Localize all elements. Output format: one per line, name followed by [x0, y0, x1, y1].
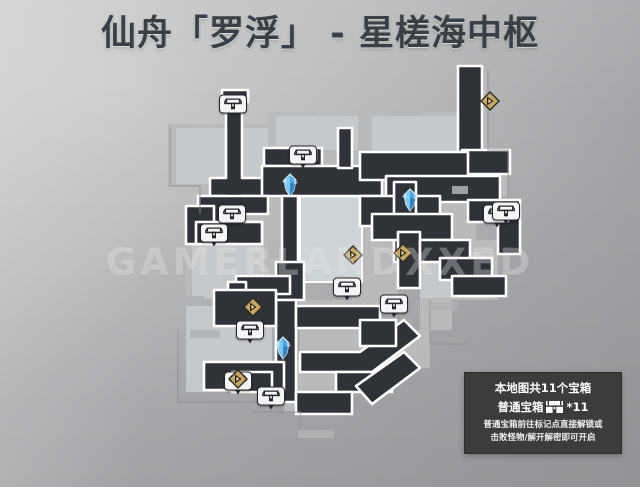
legend-panel: 本地图共11个宝箱 普通宝箱 *11 普通宝箱前往标记点直接解锁或 击败怪物/解…: [464, 372, 622, 454]
teleport-icon: [393, 243, 413, 263]
teleport-marker-2[interactable]: [343, 245, 363, 265]
crystal-glyph: [402, 188, 418, 212]
crystal-marker-3[interactable]: [272, 336, 294, 360]
chest-icon: [218, 204, 246, 228]
chest-icon: [380, 294, 408, 318]
teleport-icon: [228, 369, 248, 389]
map-detail-blocks: [182, 186, 468, 438]
teleport-glyph: [343, 245, 363, 265]
crystal-marker-2[interactable]: [399, 188, 421, 212]
chest-glyph: [205, 227, 223, 239]
page-title: 仙舟「罗浮」 - 星槎海中枢: [101, 14, 539, 54]
chest-icon: [257, 386, 285, 410]
chest-marker-1[interactable]: [219, 94, 247, 118]
teleport-marker-3[interactable]: [393, 243, 413, 263]
teleport-glyph: [228, 369, 248, 389]
crystal-icon: [279, 173, 301, 197]
legend-note-line-2: 击败怪物/解开解密即可开启: [490, 433, 596, 443]
chest-icon: [289, 145, 317, 169]
crystal-icon: [272, 336, 294, 360]
teleport-glyph: [243, 297, 263, 317]
chest-glyph: [241, 324, 259, 336]
legend-normal-chest-label: 普通宝箱: [497, 400, 544, 414]
teleport-marker-1[interactable]: [480, 91, 500, 111]
chest-marker-2[interactable]: [289, 145, 317, 169]
chest-glyph: [385, 298, 403, 310]
chest-icon: [492, 201, 520, 225]
chest-marker-3[interactable]: [218, 204, 246, 228]
teleport-glyph: [480, 91, 500, 111]
chest-icon: [219, 94, 247, 118]
chest-glyph: [262, 390, 280, 402]
crystal-glyph: [275, 336, 291, 360]
teleport-marker-5[interactable]: [228, 369, 248, 389]
teleport-marker-4[interactable]: [243, 297, 263, 317]
chest-glyph: [224, 98, 242, 110]
chest-marker-11[interactable]: [257, 386, 285, 410]
chest-marker-4[interactable]: [200, 223, 228, 247]
legend-normal-chest-row: 普通宝箱 *11: [471, 399, 615, 415]
crystal-icon: [399, 188, 421, 212]
chest-glyph: [497, 205, 515, 217]
teleport-glyph: [393, 243, 413, 263]
legend-note-line-1: 普通宝箱前往标记点直接解锁或: [483, 420, 603, 430]
crystal-marker-1[interactable]: [279, 173, 301, 197]
chest-marker-8[interactable]: [380, 294, 408, 318]
map-room-pale: [300, 186, 362, 282]
treasure-chest-glyph: [546, 401, 564, 413]
treasure-chest-icon: [546, 401, 564, 413]
teleport-icon: [343, 245, 363, 265]
chest-glyph: [223, 208, 241, 220]
chest-marker-9[interactable]: [236, 320, 264, 344]
crystal-glyph: [282, 173, 298, 197]
chest-icon: [200, 223, 228, 247]
chest-icon: [333, 277, 361, 301]
teleport-icon: [480, 91, 500, 111]
chest-glyph: [294, 149, 312, 161]
teleport-icon: [243, 297, 263, 317]
chest-glyph: [338, 281, 356, 293]
legend-normal-chest-count: *11: [566, 400, 589, 414]
legend-total-chests: 本地图共11个宝箱: [494, 381, 592, 395]
chest-icon: [236, 320, 264, 344]
chest-marker-6[interactable]: [492, 201, 520, 225]
chest-marker-7[interactable]: [333, 277, 361, 301]
